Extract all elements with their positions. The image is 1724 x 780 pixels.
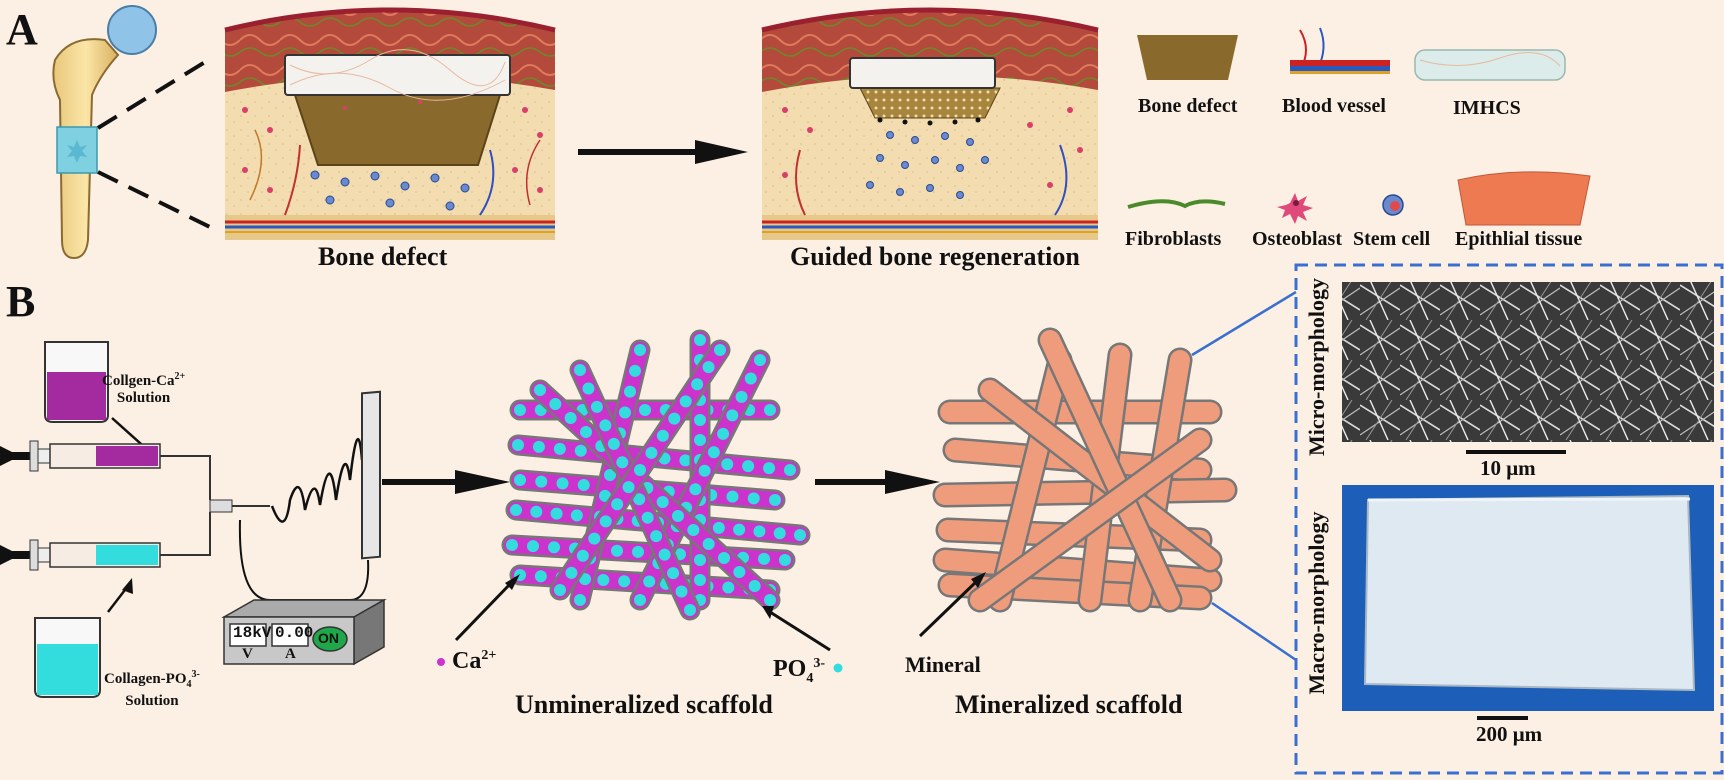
solution-po-label: Collagen-PO43-Solution — [104, 669, 200, 709]
legend-icons — [1127, 27, 1591, 226]
scale-label-macro: 200 μm — [1476, 722, 1543, 746]
legend-osteoblast-icon — [1277, 193, 1313, 224]
legend-blood-vessel: Blood vessel — [1282, 95, 1386, 117]
caption-mineralized: Mineralized scaffold — [955, 690, 1183, 719]
scale-label-micro: 10 μm — [1480, 456, 1536, 480]
legend-epithelial-icon — [1457, 171, 1591, 226]
ion-po-label: PO43- — [773, 656, 825, 686]
legend-bone-defect: Bone defect — [1138, 95, 1238, 117]
syringe-bottom — [0, 539, 200, 571]
legend-stem-cell: Stem cell — [1353, 228, 1431, 250]
legend-imhcs: IMHCS — [1453, 97, 1521, 119]
sem-micrograph — [1342, 282, 1714, 442]
legend-fibroblasts: Fibroblasts — [1125, 228, 1222, 250]
caption-unmineralized: Unmineralized scaffold — [515, 690, 773, 719]
electrospinning-setup — [0, 341, 387, 698]
macro-morphology-label: Macro-morphology — [1304, 511, 1329, 695]
ion-ca-label: Ca2+ — [452, 648, 497, 674]
beaker-ca — [44, 341, 109, 423]
legend-osteoblast: Osteoblast — [1252, 228, 1342, 250]
tissue-section-right — [761, 7, 1099, 240]
mineral-label: Mineral — [905, 652, 981, 677]
device-voltage-unit: V — [242, 646, 253, 662]
tissue-section-left — [224, 7, 556, 240]
voltage-device — [221, 598, 387, 666]
morphology-dashed-box — [1294, 263, 1724, 775]
panel-a-letter: A — [6, 5, 38, 54]
device-power-button: ON — [318, 630, 339, 646]
legend-blood-vessel-icon — [1290, 27, 1390, 74]
beaker-po — [34, 617, 101, 698]
femur-illustration — [52, 5, 157, 260]
legend-epithelial: Epithlial tissue — [1455, 228, 1583, 250]
syringe-top — [0, 440, 200, 472]
device-voltage: 18kV — [233, 624, 272, 642]
caption-bone-defect: Bone defect — [318, 242, 448, 271]
micro-morphology-label: Micro-morphology — [1304, 278, 1329, 457]
device-current-unit: A — [285, 646, 296, 662]
legend-bone-defect-icon — [1137, 35, 1238, 80]
device-current: 0.00 — [275, 624, 314, 642]
caption-guided-regeneration: Guided bone regeneration — [790, 242, 1080, 271]
legend-imhcs-icon — [1414, 49, 1566, 81]
legend-stem-cell-icon — [1382, 194, 1404, 216]
panel-b-letter: B — [6, 277, 36, 326]
legend-fibroblast-icon — [1127, 199, 1226, 209]
unmineralized-scaffold — [501, 329, 811, 621]
solution-ca-label: Collgen-Ca2+Solution — [102, 371, 186, 406]
mineralized-scaffold — [932, 327, 1238, 613]
